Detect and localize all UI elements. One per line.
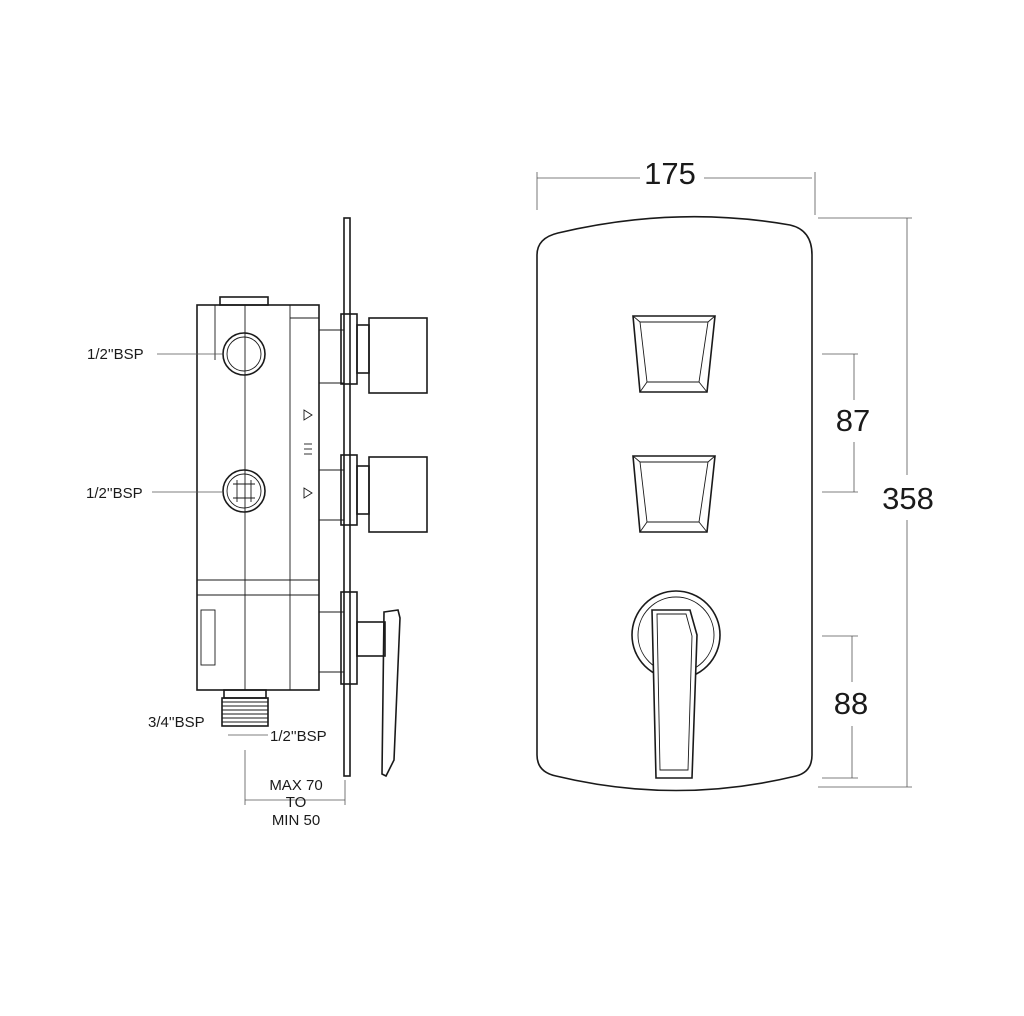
upper-knob-front	[632, 315, 716, 393]
upper-knob-side	[340, 313, 428, 394]
middle-inlet-port	[222, 469, 266, 513]
bottom-outlet-label: 1/2''BSP	[270, 728, 327, 745]
lower-knob-front	[632, 455, 716, 533]
top-cap	[219, 296, 269, 306]
top-inlet-port	[222, 332, 266, 376]
depth-max-label: MAX 70	[269, 777, 322, 794]
height-dimension: 358	[882, 481, 934, 516]
depth-to-label: TO	[286, 794, 307, 811]
side-view: 1/2''BSP 1/2''BSP 3/4''BSP 1/2''BSP MAX …	[86, 217, 428, 829]
lower-knob-side	[340, 454, 428, 533]
width-dimension: 175	[644, 156, 696, 191]
bottom-thread-label: 3/4''BSP	[148, 714, 205, 731]
mounting-plate	[343, 217, 351, 777]
lever-side	[340, 591, 401, 778]
bottom-thread-fitting	[221, 689, 269, 727]
middle-inlet-label: 1/2''BSP	[86, 485, 143, 502]
front-view: 175 358 87 88	[536, 156, 934, 792]
lower-spacing-dimension: 88	[834, 686, 868, 721]
upper-spacing-dimension: 87	[836, 403, 870, 438]
lever-front	[631, 590, 721, 779]
faceplate	[536, 215, 813, 792]
top-inlet-label: 1/2''BSP	[87, 346, 144, 363]
depth-min-label: MIN 50	[272, 812, 320, 829]
